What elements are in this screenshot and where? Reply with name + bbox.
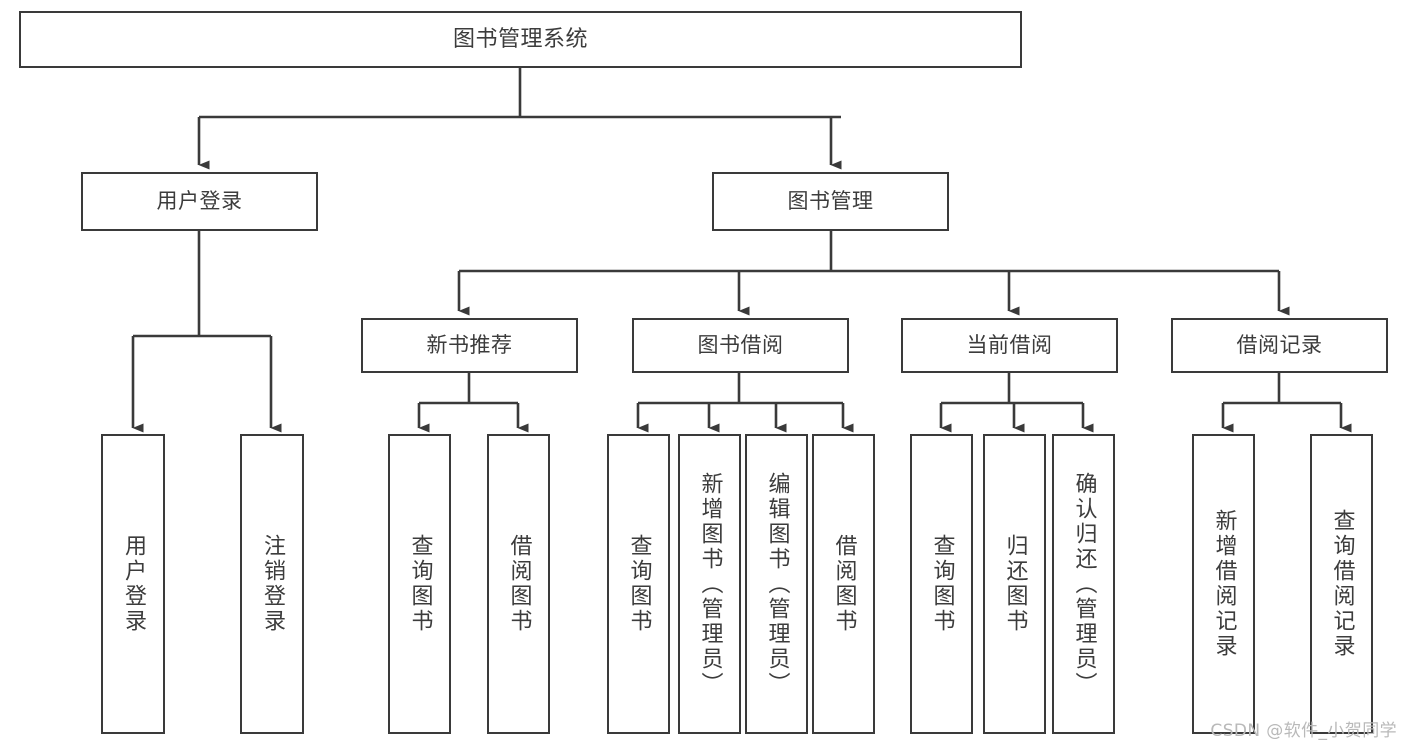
node-leaf-return-book[interactable]: 归还图书 [983,434,1046,734]
node-leaf-return-book-label: 归还图书 [1002,534,1028,634]
node-leaf-add-borrow-record[interactable]: 新增借阅记录 [1192,434,1255,734]
node-leaf-confirm-return-admin-label: 确认归还（管理员） [1071,471,1097,697]
node-user-login-label: 用户登录 [156,189,243,214]
node-root-system[interactable]: 图书管理系统 [19,11,1022,68]
node-leaf-logout-label: 注销登录 [260,534,285,634]
node-user-login[interactable]: 用户登录 [81,172,318,231]
node-current-borrow-label: 当前借阅 [966,333,1053,358]
node-leaf-add-borrow-record-label: 新增借阅记录 [1211,509,1237,659]
node-leaf-confirm-return-admin[interactable]: 确认归还（管理员） [1052,434,1115,734]
node-borrow-record[interactable]: 借阅记录 [1171,318,1388,373]
node-leaf-query-borrow-record-label: 查询借阅记录 [1329,509,1355,659]
node-leaf-add-book-admin-label: 新增图书（管理员） [697,471,723,697]
node-leaf-query-book-borrow[interactable]: 查询图书 [607,434,670,734]
node-leaf-borrow-book-recommend[interactable]: 借阅图书 [487,434,550,734]
node-leaf-add-book-admin[interactable]: 新增图书（管理员） [678,434,741,734]
node-leaf-logout[interactable]: 注销登录 [240,434,304,734]
node-new-book-recommend[interactable]: 新书推荐 [361,318,578,373]
node-leaf-query-borrow-record[interactable]: 查询借阅记录 [1310,434,1373,734]
csdn-watermark: CSDN @软件_小贺同学 [1210,721,1397,741]
node-book-management-label: 图书管理 [787,189,874,214]
node-root-label: 图书管理系统 [452,26,588,52]
node-new-book-recommend-label: 新书推荐 [426,333,513,358]
node-book-borrow[interactable]: 图书借阅 [632,318,849,373]
node-leaf-user-login[interactable]: 用户登录 [101,434,165,734]
node-leaf-edit-book-admin[interactable]: 编辑图书（管理员） [745,434,808,734]
node-leaf-query-book-recommend-label: 查询图书 [407,534,433,634]
node-current-borrow[interactable]: 当前借阅 [901,318,1118,373]
node-leaf-user-login-label: 用户登录 [121,534,146,634]
node-leaf-query-book-recommend[interactable]: 查询图书 [388,434,451,734]
node-leaf-borrow-book-borrow[interactable]: 借阅图书 [812,434,875,734]
node-leaf-query-book-current-label: 查询图书 [929,534,955,634]
node-leaf-borrow-book-borrow-label: 借阅图书 [831,534,857,634]
node-leaf-query-book-borrow-label: 查询图书 [626,534,652,634]
node-leaf-edit-book-admin-label: 编辑图书（管理员） [764,471,790,697]
node-leaf-query-book-current[interactable]: 查询图书 [910,434,973,734]
node-book-borrow-label: 图书借阅 [697,333,784,358]
node-book-management[interactable]: 图书管理 [712,172,949,231]
node-leaf-borrow-book-recommend-label: 借阅图书 [506,534,532,634]
node-borrow-record-label: 借阅记录 [1236,333,1323,358]
